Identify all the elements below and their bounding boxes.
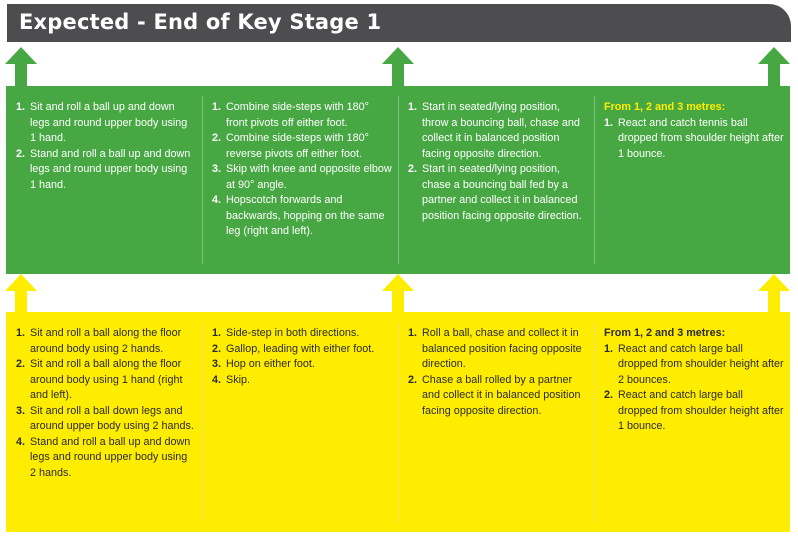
column-subheading: From 1, 2 and 3 metres: bbox=[604, 327, 726, 339]
list-item: 3. Sit and roll a ball down legs and arou… bbox=[16, 404, 196, 435]
up-arrow-icon bbox=[382, 274, 414, 314]
item-number: 4. bbox=[212, 373, 222, 386]
item-number: 4. bbox=[16, 435, 26, 448]
column-divider bbox=[594, 322, 595, 522]
item-text: Gallop, leading with either foot. bbox=[226, 342, 375, 355]
developing-column-chase: 1. Roll a ball, chase and collect it in b… bbox=[398, 312, 594, 532]
list-item: 2. Combine side-steps with 180° reverse p… bbox=[212, 131, 392, 162]
item-text: Side-step in both directions. bbox=[226, 327, 360, 339]
developing-list: 1. Side-step in both directions. 2. Gallop… bbox=[212, 326, 392, 388]
item-text: Skip. bbox=[226, 373, 251, 386]
item-text: React and catch large ball dropped from … bbox=[618, 389, 784, 432]
item-text: Chase a ball rolled by a partner and col… bbox=[422, 373, 581, 417]
list-item: 2. Sit and roll a ball along the floor ar… bbox=[16, 357, 196, 404]
item-number: 2. bbox=[16, 358, 26, 370]
list-item: 1. React and catch large ball dropped fro… bbox=[604, 342, 784, 389]
item-text: Sit and roll a ball down legs and around… bbox=[30, 404, 194, 433]
item-number: 3. bbox=[16, 404, 26, 417]
item-text: Stand and roll a ball up and down legs a… bbox=[30, 147, 191, 191]
expected-list: 1. Combine side-steps with 180° front piv… bbox=[212, 100, 392, 240]
item-number: 1. bbox=[408, 101, 418, 113]
list-item: 4. Hopscotch forwards and backwards, hopp… bbox=[212, 193, 392, 240]
list-item: 1. React and catch tennis ball dropped fr… bbox=[604, 116, 784, 163]
column-divider bbox=[398, 322, 399, 522]
developing-list: 1. Roll a ball, chase and collect it in b… bbox=[408, 326, 588, 419]
list-item: 1. Sit and roll a ball up and down legs a… bbox=[16, 100, 196, 147]
up-arrow-icon bbox=[382, 47, 414, 87]
item-text: React and catch tennis ball dropped from… bbox=[618, 116, 784, 160]
expected-column-footwork: 1. Combine side-steps with 180° front piv… bbox=[202, 86, 398, 274]
list-item: 1. Side-step in both directions. bbox=[212, 326, 392, 342]
item-number: 1. bbox=[408, 327, 418, 339]
list-item: 2. Stand and roll a ball up and down legs… bbox=[16, 147, 196, 194]
item-text: Stand and roll a ball up and down legs a… bbox=[30, 435, 191, 479]
item-text: Combine side-steps with 180° front pivot… bbox=[226, 101, 369, 129]
column-divider bbox=[202, 322, 203, 522]
item-number: 2. bbox=[604, 389, 614, 401]
list-item: 1. Start in seated/lying position, throw … bbox=[408, 100, 588, 162]
list-item: 2. Start in seated/lying position, chase … bbox=[408, 162, 588, 224]
item-number: 3. bbox=[212, 163, 222, 175]
up-arrow-icon bbox=[5, 274, 37, 314]
item-text: Combine side-steps with 180° reverse piv… bbox=[226, 132, 369, 160]
expected-list: 1. Sit and roll a ball up and down legs a… bbox=[16, 100, 196, 193]
column-divider bbox=[594, 96, 595, 264]
column-divider bbox=[202, 96, 203, 264]
page-title: Expected - End of Key Stage 1 bbox=[19, 10, 382, 34]
list-item: 2. Chase a ball rolled by a partner and c… bbox=[408, 373, 588, 420]
developing-column-catching: From 1, 2 and 3 metres: 1. React and catc… bbox=[594, 312, 790, 532]
item-text: Sit and roll a ball up and down legs and… bbox=[30, 101, 188, 144]
item-number: 1. bbox=[604, 116, 614, 129]
up-arrow-icon bbox=[5, 47, 37, 87]
expected-band: 1. Sit and roll a ball up and down legs a… bbox=[6, 86, 790, 274]
item-number: 2. bbox=[212, 132, 222, 144]
item-number: 2. bbox=[408, 163, 418, 175]
item-number: 1. bbox=[604, 342, 614, 355]
item-text: Hopscotch forwards and backwards, hoppin… bbox=[226, 194, 385, 237]
expected-column-chase: 1. Start in seated/lying position, throw … bbox=[398, 86, 594, 274]
list-item: 1. Sit and roll a ball along the floor ar… bbox=[16, 326, 196, 357]
item-text: Roll a ball, chase and collect it in bal… bbox=[422, 327, 582, 370]
list-item: 3. Skip with knee and opposite elbow at 9… bbox=[212, 162, 392, 193]
item-number: 2. bbox=[212, 342, 222, 355]
list-item: 2. React and catch large ball dropped fro… bbox=[604, 388, 784, 435]
item-number: 4. bbox=[212, 194, 222, 206]
item-text: Sit and roll a ball along the floor arou… bbox=[30, 358, 183, 401]
expected-column-rolling: 1. Sit and roll a ball up and down legs a… bbox=[6, 86, 202, 274]
item-number: 2. bbox=[16, 147, 26, 160]
list-item: 1. Combine side-steps with 180° front piv… bbox=[212, 100, 392, 131]
list-item: 1. Roll a ball, chase and collect it in b… bbox=[408, 326, 588, 373]
expected-list: 1. Start in seated/lying position, throw … bbox=[408, 100, 588, 224]
item-number: 1. bbox=[212, 101, 222, 113]
up-arrow-icon bbox=[758, 274, 790, 314]
developing-list: 1. Sit and roll a ball along the floor ar… bbox=[16, 326, 196, 481]
list-item: 2. Gallop, leading with either foot. bbox=[212, 342, 392, 358]
list-item: 4. Stand and roll a ball up and down legs… bbox=[16, 435, 196, 482]
header-banner: Expected - End of Key Stage 1 bbox=[7, 4, 791, 42]
item-text: Sit and roll a ball along the floor arou… bbox=[30, 327, 182, 355]
item-text: React and catch large ball dropped from … bbox=[618, 342, 784, 386]
list-item: 3. Hop on either foot. bbox=[212, 357, 392, 373]
item-text: Hop on either foot. bbox=[226, 358, 315, 370]
developing-band: 1. Sit and roll a ball along the floor ar… bbox=[6, 312, 790, 532]
up-arrow-icon bbox=[758, 47, 790, 87]
item-number: 1. bbox=[212, 327, 222, 339]
item-number: 3. bbox=[212, 358, 222, 370]
item-text: Start in seated/lying position, chase a … bbox=[422, 163, 582, 222]
column-subheading: From 1, 2 and 3 metres: bbox=[604, 101, 726, 113]
developing-list: 1. React and catch large ball dropped fro… bbox=[604, 342, 784, 435]
list-item: 4. Skip. bbox=[212, 373, 392, 389]
developing-column-rolling: 1. Sit and roll a ball along the floor ar… bbox=[6, 312, 202, 532]
expected-list: 1. React and catch tennis ball dropped fr… bbox=[604, 116, 784, 163]
developing-column-footwork: 1. Side-step in both directions. 2. Gallop… bbox=[202, 312, 398, 532]
column-divider bbox=[398, 96, 399, 264]
expected-column-catching: From 1, 2 and 3 metres: 1. React and catc… bbox=[594, 86, 790, 274]
item-number: 1. bbox=[16, 101, 26, 113]
item-text: Start in seated/lying position, throw a … bbox=[422, 101, 580, 160]
item-number: 2. bbox=[408, 373, 418, 386]
item-number: 1. bbox=[16, 327, 26, 339]
item-text: Skip with knee and opposite elbow at 90°… bbox=[226, 163, 392, 191]
